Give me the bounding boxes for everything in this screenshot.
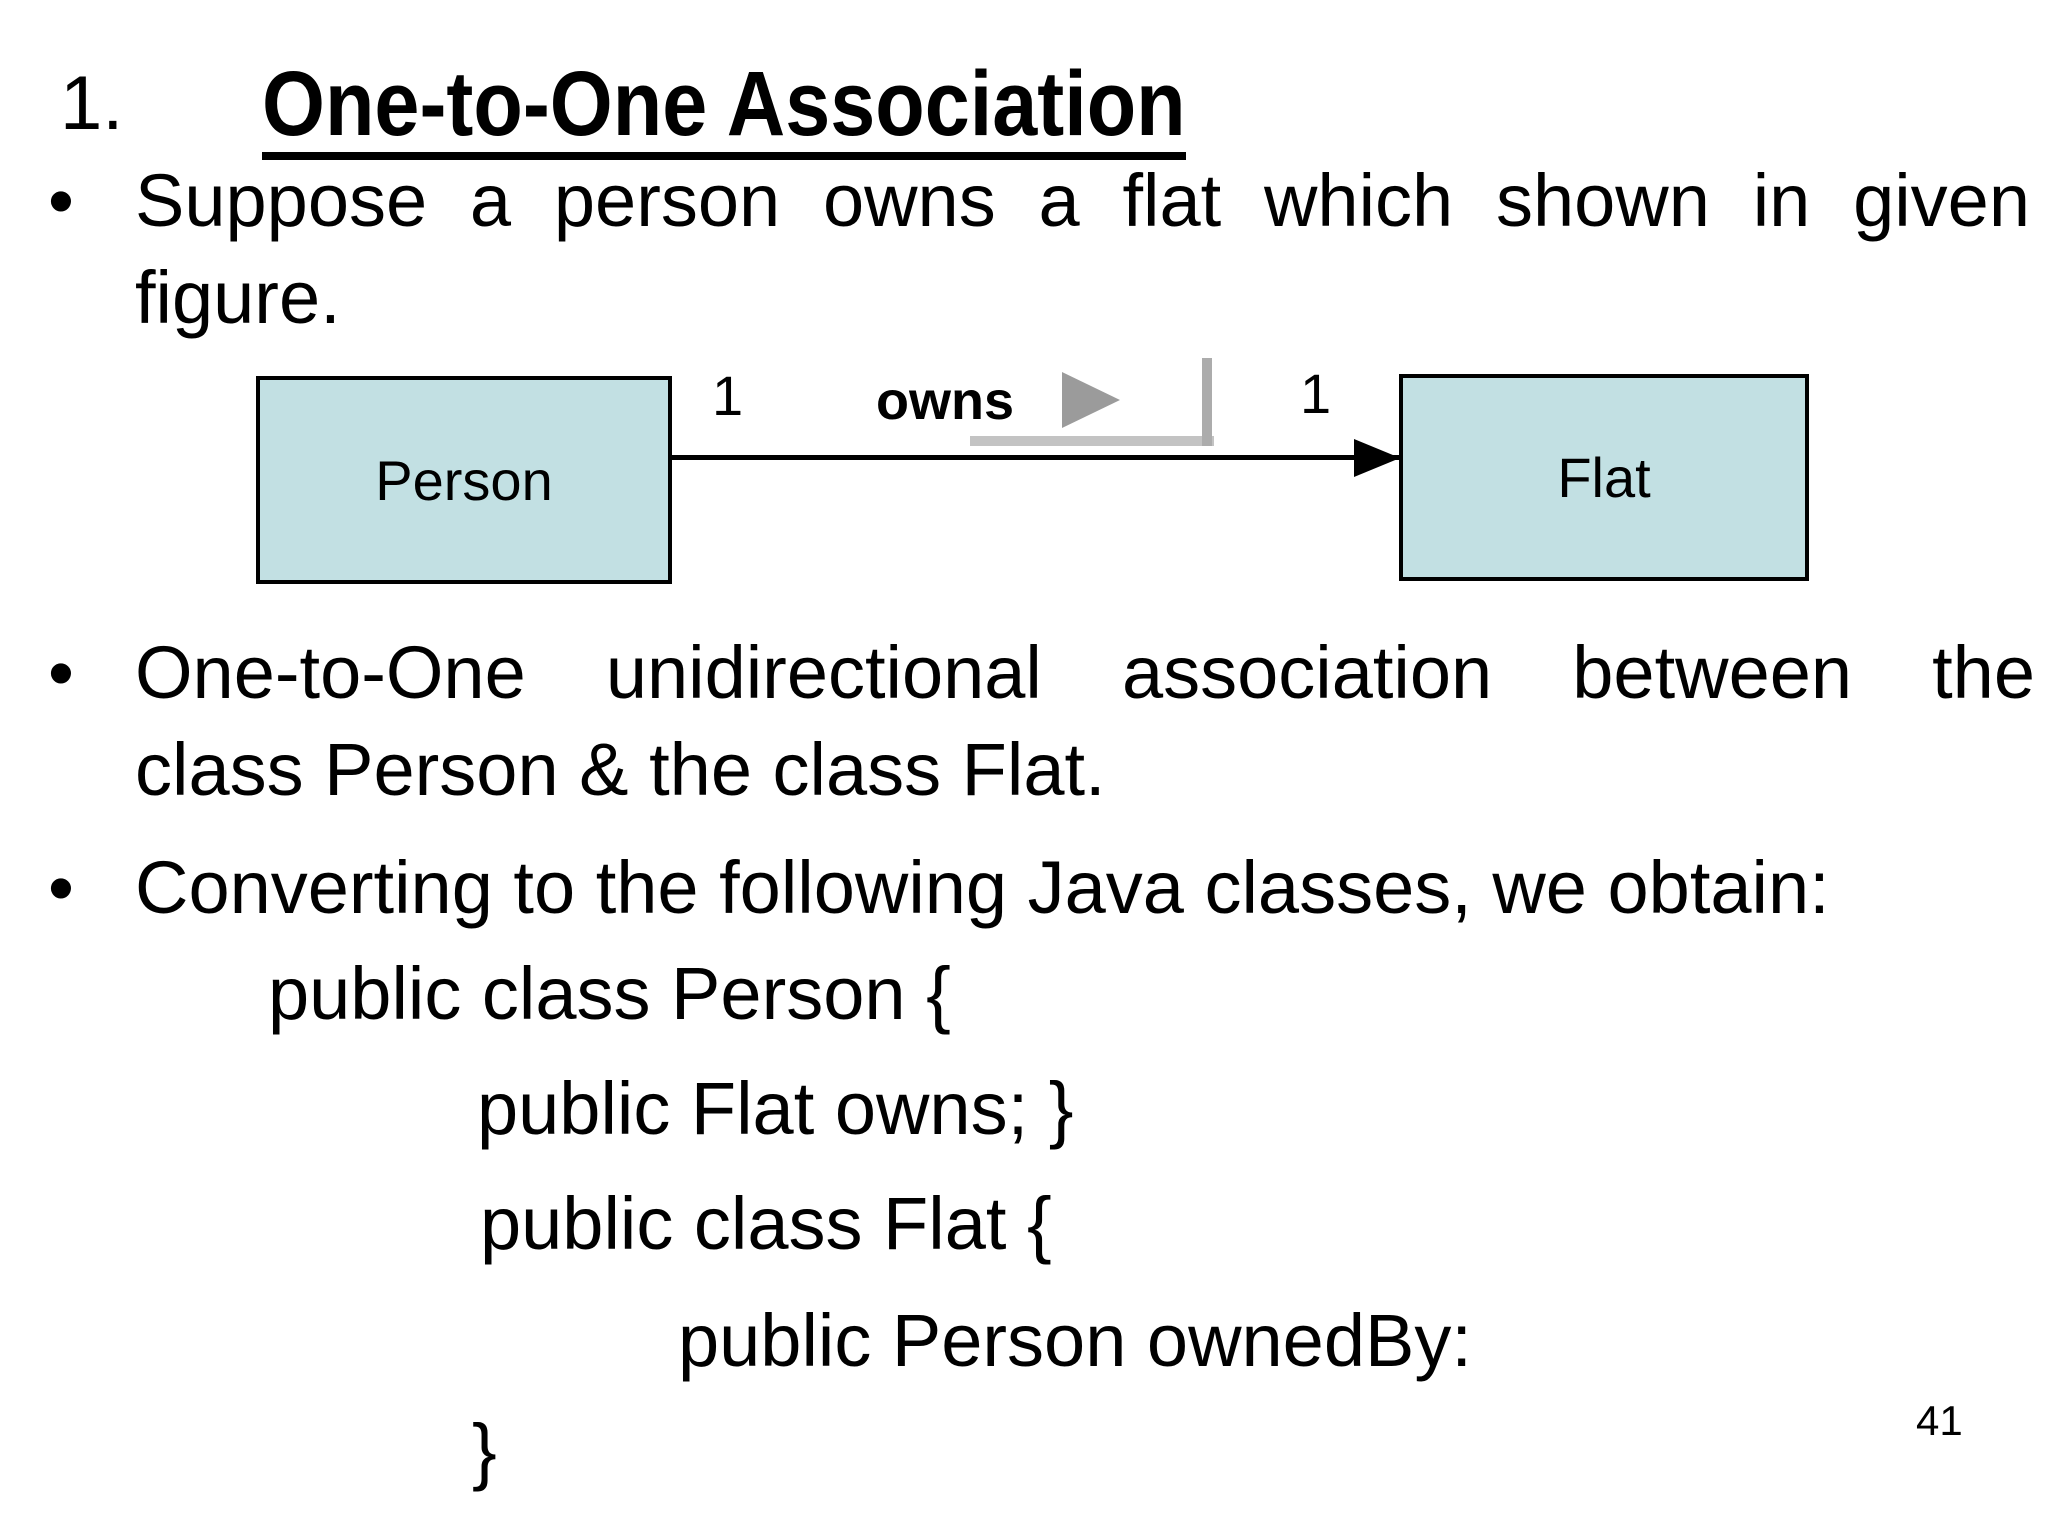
bullet-text-line: One-to-One unidirectional association be… <box>135 631 2035 714</box>
person-class-label: Person <box>375 448 553 512</box>
arrowhead-icon <box>1354 439 1400 477</box>
bullet-icon: • <box>48 159 74 242</box>
bullet-icon: • <box>48 631 74 714</box>
shadow-line-vertical <box>1202 358 1212 446</box>
bullet-icon: • <box>48 846 74 929</box>
code-line: public class Person { <box>268 952 951 1035</box>
page-title: One-to-One Association <box>262 58 1186 160</box>
code-line: public class Flat { <box>480 1182 1052 1265</box>
flat-class-label: Flat <box>1557 446 1651 509</box>
bullet-paragraph: One-to-One unidirectional association be… <box>135 624 2035 818</box>
bullet-text-line: Suppose a person owns a flat which shown… <box>135 159 2030 242</box>
right-multiplicity-label: 1 <box>1300 362 1332 425</box>
bullet-paragraph: Converting to the following Java classes… <box>135 839 2045 936</box>
flat-class-box: Flat <box>1399 374 1809 581</box>
direction-triangle-icon <box>1062 372 1120 428</box>
bullet-text-line: Converting to the following Java classes… <box>135 846 1830 929</box>
bullet-paragraph: Suppose a person owns a flat which shown… <box>135 152 2030 346</box>
bullet-text-line: figure. <box>135 256 341 339</box>
bullet-text-line: class Person & the class Flat. <box>135 728 1106 811</box>
title-number: 1. <box>60 61 124 146</box>
association-name-label: owns <box>876 371 1015 431</box>
association-line <box>672 455 1399 460</box>
page-number: 41 <box>1916 1397 1963 1444</box>
shadow-line-horizontal <box>970 436 1214 446</box>
left-multiplicity-label: 1 <box>712 364 744 427</box>
code-line: public Person ownedBy: <box>678 1299 1472 1382</box>
code-line: } <box>472 1409 497 1492</box>
code-line: public Flat owns; } <box>477 1067 1074 1150</box>
person-class-box: Person <box>256 376 672 584</box>
